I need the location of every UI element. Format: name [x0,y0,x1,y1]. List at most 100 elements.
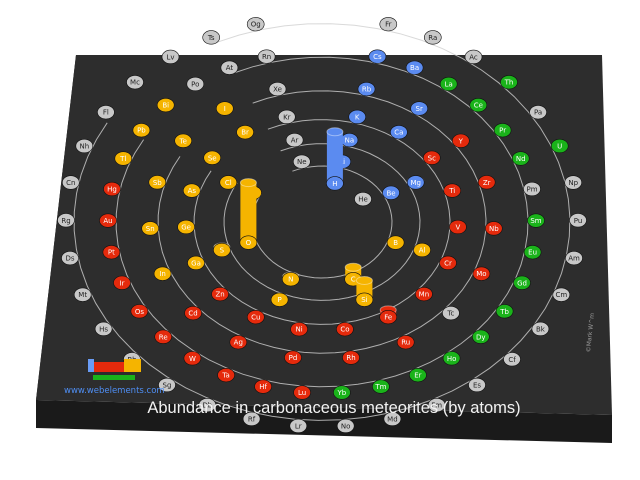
element-he: He [354,192,372,207]
symbol-mg: Mg [410,179,420,187]
marker-at [220,60,239,75]
bar-top-si [355,276,373,285]
element-ac: Ac [464,49,483,65]
marker-mt [73,287,92,302]
symbol-in: In [159,270,166,278]
marker-k [348,109,367,124]
element-tm: Tm [372,379,390,394]
symbol-rh: Rh [346,354,355,362]
element-ru: Ru [396,335,415,350]
marker-he [354,192,372,207]
logo-f-block [93,375,135,380]
marker-ge [177,219,195,235]
element-bk: Bk [531,321,550,337]
symbol-np: Np [568,179,578,187]
symbol-te: Te [178,137,186,145]
symbol-ge: Ge [181,224,191,232]
marker-ba [405,60,424,75]
element-ge: Ge [177,219,195,235]
element-am: Am [565,251,583,266]
element-no: No [336,418,355,434]
element-pd: Pd [284,350,302,365]
symbol-nh: Nh [79,143,89,151]
element-gd: Gd [513,275,531,290]
element-cm: Cm [552,287,571,302]
symbol-mt: Mt [78,291,87,299]
symbol-as: As [188,187,197,195]
marker-fl [97,105,115,120]
symbol-b: B [393,239,398,247]
symbol-se: Se [208,154,217,162]
element-zn: Zn [211,287,229,302]
element-nh: Nh [75,138,94,154]
marker-se [203,150,221,165]
symbol-sg: Sg [163,382,172,390]
marker-db [198,398,217,413]
bar-top-h [326,127,344,137]
symbol-al: Al [419,247,426,255]
marker-ac [464,49,483,65]
symbol-gd: Gd [517,279,527,287]
symbol-hf: Hf [259,383,267,391]
element-y: Y [451,133,470,148]
marker-pm [523,181,541,197]
symbol-cm: Cm [555,291,567,299]
element-fe: Fe [379,305,398,325]
website-link[interactable]: www.webelements.com [64,386,165,396]
element-lu: Lu [293,385,311,400]
marker-cm [552,287,571,302]
marker-lu [293,385,311,400]
element-ra: Ra [423,30,442,45]
element-er: Er [409,368,427,383]
logo-s-block [88,359,94,372]
symbol-ce: Ce [474,102,483,110]
marker-cs [368,49,387,64]
marker-ra [423,30,442,45]
element-hf: Hf [254,379,272,394]
element-v: V [449,219,467,235]
symbol-ac: Ac [469,53,478,61]
element-ho: Ho [442,351,461,366]
symbol-tb: Tb [499,308,509,316]
symbol-md: Md [387,415,397,423]
symbol-dy: Dy [476,333,486,341]
marker-as [183,183,201,198]
element-rh: Rh [342,350,360,365]
symbol-am: Am [568,255,580,263]
marker-fe [379,310,398,325]
webelements-logo [88,359,141,380]
element-mg: Mg [406,175,425,190]
element-cd: Cd [184,306,202,321]
symbol-v: V [456,224,461,232]
marker-w [183,351,202,366]
element-sr: Sr [410,101,429,116]
symbol-sb: Sb [153,179,162,187]
marker-cf [503,352,521,367]
element-si: Si [355,276,374,307]
element-pt: Pt [102,245,121,260]
element-u: U [550,138,569,154]
marker-sr [410,101,429,116]
element-ar: Ar [285,133,304,148]
marker-yb [333,385,351,400]
marker-lv [161,49,180,65]
marker-sg [158,377,176,393]
marker-au [99,213,117,228]
marker-ga [187,255,205,271]
element-dy: Dy [471,329,490,344]
marker-ag [229,335,248,350]
ring-3 [223,143,421,301]
element-ce: Ce [469,97,488,113]
element-pu: Pu [569,213,587,228]
marker-sc [422,150,441,165]
marker-rb [357,81,376,97]
symbol-h: H [332,180,337,188]
element-lv: Lv [161,49,180,65]
element-nb: Nb [484,221,503,236]
element-og: Og [246,17,265,32]
marker-y [451,133,470,148]
element-os: Os [130,304,149,319]
element-bi: Bi [156,97,175,113]
symbol-cl: Cl [225,179,232,187]
marker-pr [493,123,512,138]
